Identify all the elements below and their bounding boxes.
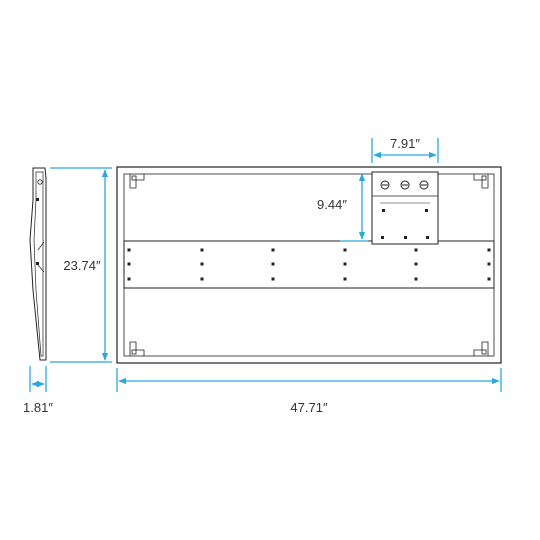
screw-dot [127,262,131,266]
center-panel [123,240,495,289]
screw-dot [414,262,418,266]
screw-dot [271,248,275,252]
screw-dot [487,262,491,266]
screw-dot [414,248,418,252]
width-label: 47.71″ [290,400,328,415]
junction-box [371,171,439,245]
screw-dot [414,277,418,281]
screw-dot [271,277,275,281]
fixture-frame [116,166,502,364]
fixture-front-view [116,166,502,364]
screw-dot [127,248,131,252]
screw-dot [487,248,491,252]
screw-dot [200,277,204,281]
height-label: 23.74″ [63,258,101,273]
screw-dot [127,277,131,281]
side-profile-view [29,167,47,361]
box-width-label: 7.91″ [390,136,420,151]
screw-dot [200,248,204,252]
box-offset-label: 9.44″ [317,197,347,212]
screw-dot [487,277,491,281]
depth-label: 1.81″ [23,400,53,415]
dimension-lines [29,138,502,392]
screw-dot [343,262,347,266]
screw-dot [343,248,347,252]
screw-dot [200,262,204,266]
panel-screw-dots [127,248,491,281]
screw-dot [343,277,347,281]
corner-brackets [129,174,489,356]
screw-dot [271,262,275,266]
